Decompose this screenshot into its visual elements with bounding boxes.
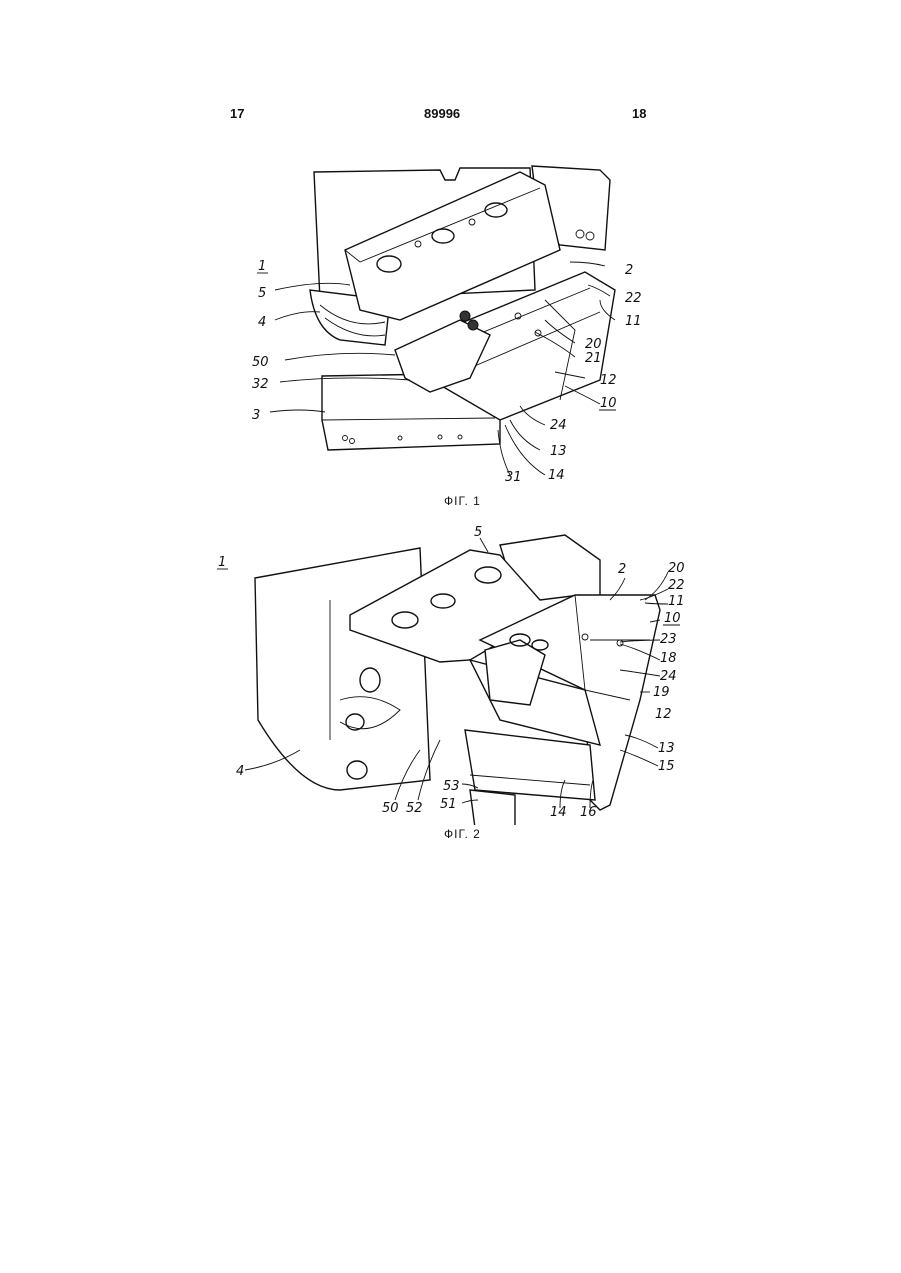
fig1-label: 4 (258, 315, 266, 330)
fig2-label: 24 (660, 669, 677, 684)
figure-2-caption: ФІГ. 2 (444, 827, 481, 841)
fig2-label: 16 (580, 805, 597, 820)
fig1-label: 24 (550, 418, 567, 433)
figure-1-drawing: 1 2 22 5 11 4 20 21 50 12 32 10 3 24 13 … (0, 150, 901, 495)
fig2-label: 13 (658, 741, 675, 756)
fig2-label: 23 (660, 632, 677, 647)
fig2-label: 2 (618, 562, 626, 577)
fig2-label: 19 (653, 685, 670, 700)
page-number-right: 18 (632, 106, 646, 121)
fig2-label: 51 (440, 797, 457, 812)
fig1-label: 2 (625, 263, 633, 278)
fig1-label: 13 (550, 444, 567, 459)
fig1-label: 22 (625, 291, 642, 306)
fig2-label: 10 (664, 611, 681, 626)
fig2-label: 15 (658, 759, 675, 774)
fig2-label: 18 (660, 651, 677, 666)
fig1-label: 21 (585, 351, 602, 366)
fig2-label: 53 (443, 779, 460, 794)
fig1-label: 14 (548, 468, 565, 483)
fig1-label: 31 (505, 470, 522, 485)
fig1-label: 1 (258, 259, 266, 274)
fig2-block-4 (255, 548, 430, 790)
figure-2-drawing: 5 20 1 2 22 11 10 23 18 24 19 12 4 13 15… (0, 525, 901, 825)
fig2-lower-block-14 (465, 730, 595, 800)
page-number-left: 17 (230, 106, 244, 121)
fig1-label: 5 (258, 286, 266, 301)
fig2-label: 52 (406, 801, 423, 816)
fig1-label: 50 (252, 355, 269, 370)
fig2-label: 14 (550, 805, 567, 820)
fig1-label: 11 (625, 314, 642, 329)
fig1-label: 32 (252, 377, 269, 392)
fig2-foot-51 (470, 790, 515, 825)
fig2-label: 22 (668, 578, 685, 593)
fig2-label: 4 (236, 764, 244, 779)
fig2-label: 50 (382, 801, 399, 816)
fig1-label: 3 (252, 408, 260, 423)
figure-1-caption: ФІГ. 1 (444, 494, 481, 508)
fig1-label: 12 (600, 373, 617, 388)
fig2-label: 12 (655, 707, 672, 722)
fig2-label: 11 (668, 594, 685, 609)
fig2-label: 1 (218, 555, 226, 570)
fig2-label: 20 (668, 561, 685, 576)
patent-number: 89996 (424, 106, 460, 121)
fig2-label: 5 (474, 525, 482, 540)
fig1-label: 20 (585, 337, 602, 352)
fig1-label: 10 (600, 396, 617, 411)
